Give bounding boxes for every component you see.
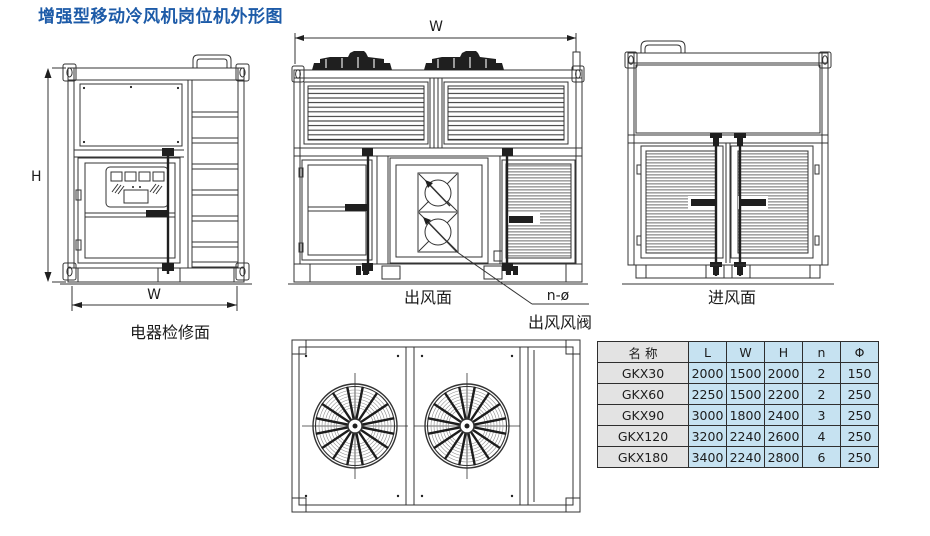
header-h: H: [764, 341, 803, 363]
damper-callout: n-ø 出风风阀: [456, 251, 592, 332]
header-l: L: [688, 341, 727, 363]
table-cell: 2250: [688, 383, 727, 405]
table-row: GKX180 3400 2240 2800 6 250: [597, 446, 879, 468]
table-row: GKX120 3200 2240 2600 4 250: [597, 425, 879, 447]
table-cell: 2600: [764, 425, 803, 447]
top-view: [291, 339, 581, 513]
electrical-service-view: H W 电器检修面: [31, 54, 252, 342]
control-panel: [105, 166, 169, 208]
outlet-left-door: [298, 148, 373, 274]
table-row: GKX60 2250 1500 2200 2 250: [597, 383, 879, 405]
corner-casting-icon: [624, 51, 832, 69]
table-cell: 2400: [764, 404, 803, 426]
callout-spec-label: n-ø: [547, 288, 570, 304]
lift-handle-icon: [192, 54, 232, 68]
header-phi: Φ: [840, 341, 879, 363]
table-cell: 250: [840, 404, 879, 426]
table-cell: 1500: [726, 362, 765, 384]
table-cell: 150: [840, 362, 879, 384]
table-cell: 3000: [688, 404, 727, 426]
table-cell: GKX120: [597, 425, 689, 447]
table-cell: GKX60: [597, 383, 689, 405]
louver-band: [294, 78, 582, 157]
table-cell: 250: [840, 446, 879, 468]
air-outlet-view: W: [288, 19, 592, 332]
table-cell: 6: [802, 446, 841, 468]
corner-casting-icon: [62, 63, 250, 281]
table-cell: 4: [802, 425, 841, 447]
panel-screws: [304, 354, 514, 498]
spec-table: 名 称 L W H n Φ GKX30 2000 1500 2000 2 150…: [597, 341, 879, 468]
outlet-view-label: 出风面: [404, 288, 452, 307]
inlet-view-label: 进风面: [708, 288, 756, 307]
page-title: 增强型移动冷风机岗位机外形图: [38, 7, 283, 27]
header-n: n: [802, 341, 841, 363]
left-view-label: 电器检修面: [130, 323, 210, 342]
dim-w-left-label: W: [147, 287, 161, 303]
table-cell: 3: [802, 404, 841, 426]
table-cell: 2200: [764, 383, 803, 405]
inlet-left-door: [640, 133, 724, 276]
table-cell: 2800: [764, 446, 803, 468]
table-cell: 2240: [726, 425, 765, 447]
width-dimension-outlet: W: [294, 19, 577, 64]
table-cell: 3400: [688, 446, 727, 468]
table-cell: GKX180: [597, 446, 689, 468]
header-name: 名 称: [597, 341, 689, 363]
table-cell: 2000: [688, 362, 727, 384]
table-cell: 250: [840, 383, 879, 405]
table-cell: 1800: [726, 404, 765, 426]
door-locking-rod: [146, 148, 174, 274]
dim-h-label: H: [31, 169, 42, 185]
height-dimension: H: [31, 67, 66, 283]
table-row: GKX30 2000 1500 2000 2 150: [597, 362, 879, 384]
table-row: GKX90 3000 1800 2400 3 250: [597, 404, 879, 426]
table-cell: 250: [840, 425, 879, 447]
condenser-fan-icon: [312, 51, 504, 70]
outlet-damper-panel: [389, 157, 489, 264]
table-cell: GKX90: [597, 404, 689, 426]
lift-handle-icon: [640, 40, 686, 53]
outlet-right-door: [493, 148, 576, 274]
spec-table-header-row: 名 称 L W H n Φ: [597, 341, 879, 363]
table-cell: GKX30: [597, 362, 689, 384]
header-w: W: [726, 341, 765, 363]
table-cell: 2240: [726, 446, 765, 468]
air-inlet-view: 进风面: [622, 40, 834, 307]
dim-w-outlet-label: W: [429, 19, 443, 35]
table-cell: 1500: [726, 383, 765, 405]
inlet-right-door: [730, 133, 814, 276]
fan-grille-icon: [412, 371, 522, 481]
panel-screws: [82, 85, 180, 144]
table-cell: 2000: [764, 362, 803, 384]
table-cell: 3200: [688, 425, 727, 447]
table-cell: 2: [802, 362, 841, 384]
ladder: [187, 80, 239, 268]
table-cell: 2: [802, 383, 841, 405]
corner-casting-icon: [291, 65, 585, 83]
callout-name-label: 出风风阀: [528, 313, 592, 332]
width-dimension-left: W: [71, 286, 238, 311]
fan-grille-icon: [300, 371, 410, 481]
